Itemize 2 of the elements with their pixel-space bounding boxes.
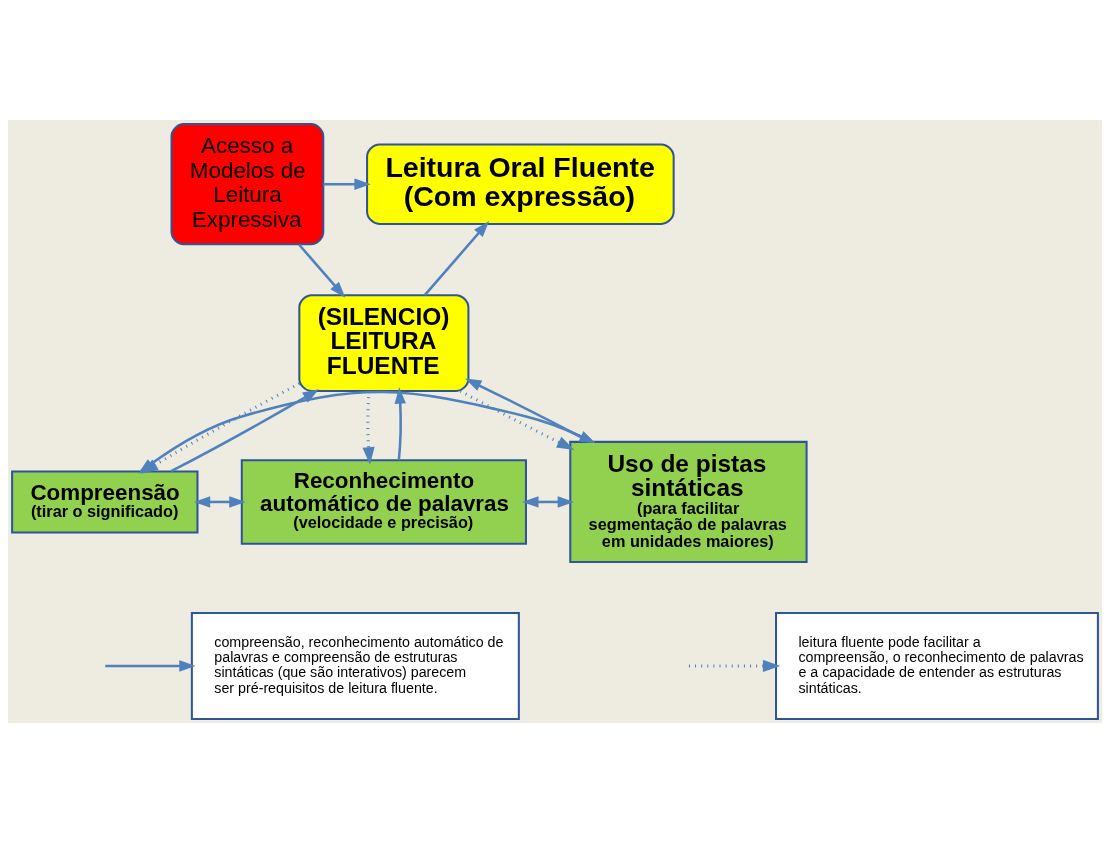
legend-label: compreensão, reconhecimento automático de palavras e compreensão de estruturas sintáticas (que são interativos) parecem ser pré-requisitos de leitura fluente. [214,633,504,696]
legend-label: leitura fluente pode facilitar a compreensão, o reconhecimento de palavras e a capacidade de entender as estruturas sintáticas. [798,633,1084,696]
